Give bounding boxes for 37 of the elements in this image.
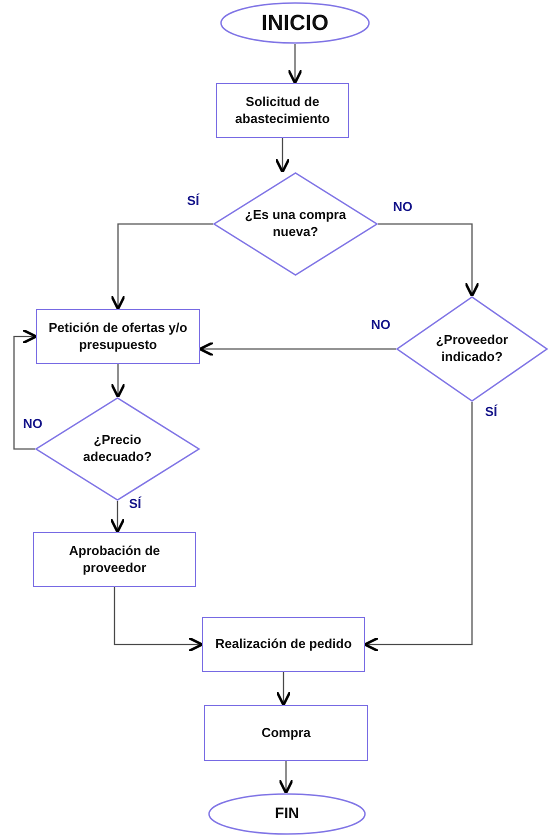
process-box: [202, 617, 365, 672]
decision-diamond: [213, 172, 378, 276]
edge-label: SÍ: [484, 405, 498, 420]
node-label: Realización de pedido: [215, 636, 352, 653]
node-label: ¿Precio adecuado?: [82, 432, 153, 466]
node-label: FIN: [274, 804, 300, 824]
process-box: [204, 705, 368, 761]
edge-label: SÍ: [128, 497, 142, 512]
arrow: [364, 402, 473, 652]
edge-label: NO: [370, 318, 392, 332]
arrow: [110, 223, 213, 310]
node-label: INICIO: [261, 8, 329, 37]
edge-label: SÍ: [186, 194, 200, 208]
arrow: [198, 341, 396, 357]
node-label: Aprobación de proveedor: [68, 542, 161, 576]
node-label: Petición de ofertas y/o presupuesto: [48, 320, 188, 354]
process-box: [33, 532, 196, 587]
node-label: Solicitud de abastecimiento: [234, 94, 331, 128]
arrow: [110, 501, 126, 534]
arrow: [110, 364, 126, 398]
arrow: [274, 138, 290, 174]
arrow: [378, 223, 480, 298]
arrow: [278, 761, 294, 794]
node-label: ¿Proveedor indicado?: [434, 332, 510, 366]
decision-diamond: [396, 296, 548, 402]
node-label: ¿Es una compra nueva?: [244, 207, 347, 241]
end-ellipse: [208, 793, 366, 835]
edge-label: NO: [22, 417, 44, 432]
arrow: [13, 328, 38, 450]
start-ellipse: [220, 2, 370, 44]
process-box: [216, 83, 349, 138]
process-box: [36, 309, 200, 364]
arrow: [114, 587, 204, 652]
arrow: [287, 44, 303, 84]
edge-label: NO: [392, 200, 414, 214]
arrow: [276, 672, 292, 706]
node-label: Compra: [261, 724, 311, 742]
